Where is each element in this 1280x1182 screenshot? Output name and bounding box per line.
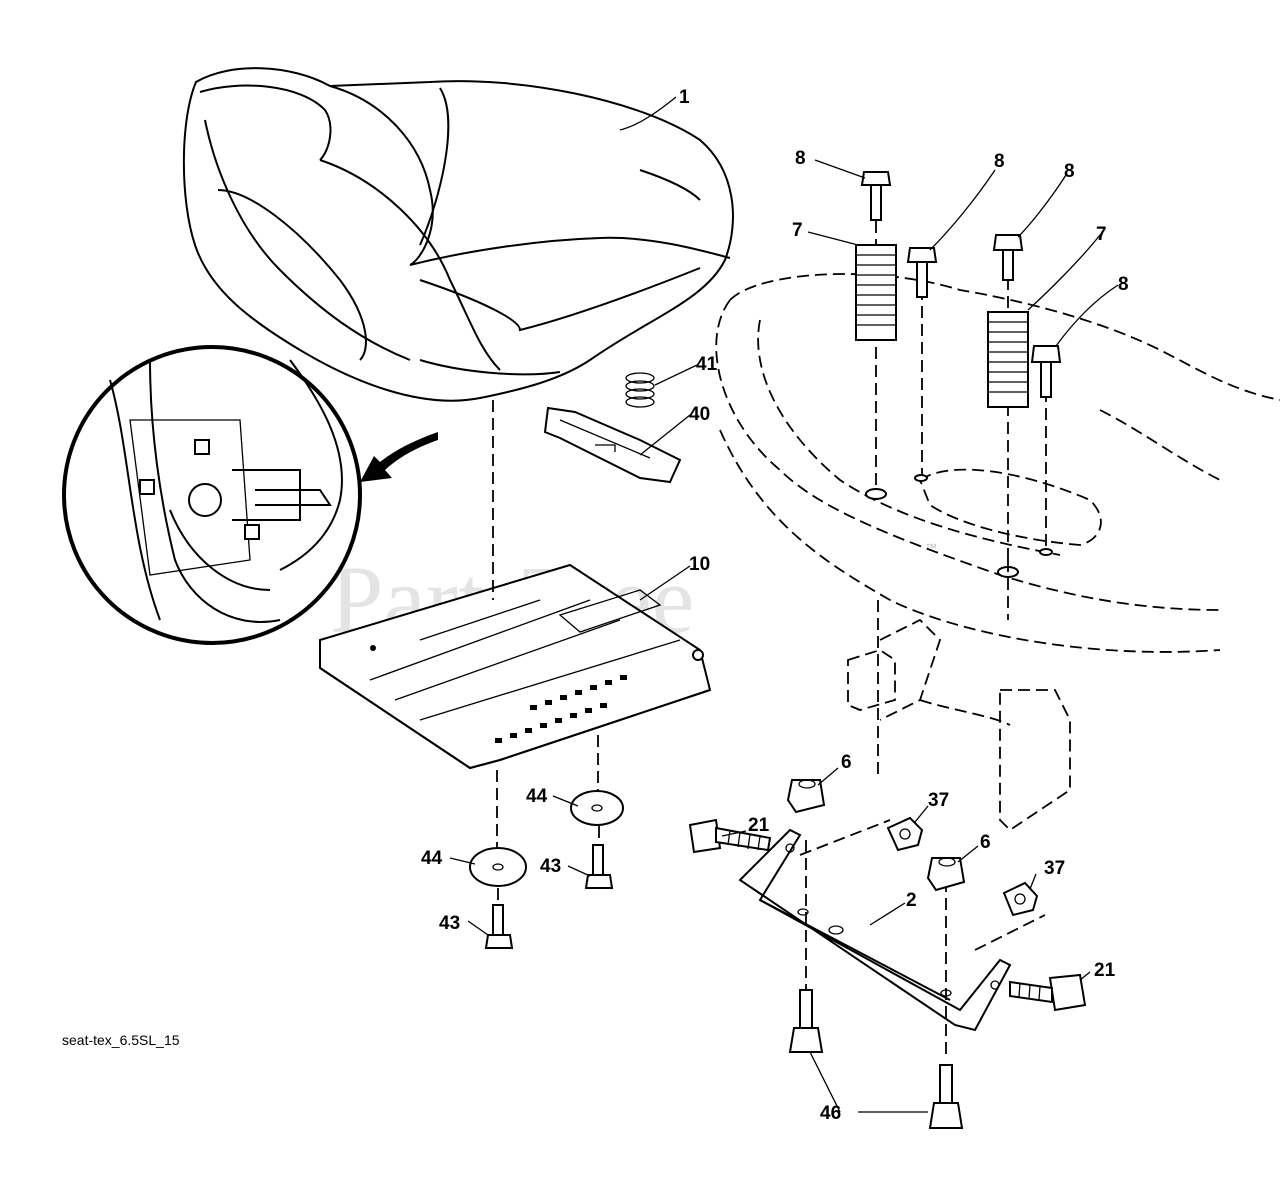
fender-outline [715, 273, 1280, 653]
callout-1: 1 [679, 87, 690, 108]
seat-plate-10 [319, 563, 712, 770]
callout-8: 8 [1118, 274, 1129, 295]
spring-7-a [855, 244, 897, 341]
frame-brackets [847, 618, 1071, 832]
callout-7: 7 [792, 220, 803, 241]
spring-7-b [987, 311, 1029, 408]
diagram-caption: seat-tex_6.5SL_15 [62, 1032, 180, 1048]
bolt-8-c [992, 234, 1024, 281]
callout-41: 41 [696, 354, 718, 375]
callout-21: 21 [748, 815, 770, 836]
nut-37-a [886, 816, 924, 852]
bolt-46-b [928, 1064, 964, 1129]
callout-8: 8 [1064, 161, 1075, 182]
callout-8: 8 [795, 148, 806, 169]
nut-37-b [1002, 881, 1039, 917]
bolt-21-b [1009, 973, 1087, 1012]
callout-44: 44 [526, 786, 548, 807]
callouts: 1 8 8 8 8 7 7 41 40 10 44 44 43 43 21 6 … [421, 87, 1129, 1124]
leader-lines [449, 96, 1119, 1113]
bolt-43-a [584, 844, 614, 889]
callout-6: 6 [980, 832, 991, 853]
callout-10: 10 [689, 554, 710, 575]
bracket-40 [543, 406, 682, 484]
callout-6: 6 [841, 752, 852, 773]
callout-43: 43 [439, 913, 460, 934]
inset-detail [62, 345, 438, 645]
callout-21: 21 [1094, 960, 1116, 981]
plate-slots [495, 675, 627, 743]
spring-41 [625, 372, 655, 408]
callout-7: 7 [1096, 224, 1107, 245]
bolt-21-a [688, 818, 772, 854]
watermark-trademark: ™ [925, 541, 937, 555]
seat-part [182, 67, 734, 402]
washer-44-b [469, 847, 527, 887]
callout-40: 40 [689, 404, 710, 425]
callout-37: 37 [1044, 858, 1065, 879]
callout-8: 8 [994, 151, 1005, 172]
bolt-8-b [906, 247, 938, 298]
bolt-8-a [860, 171, 892, 221]
callout-43: 43 [540, 856, 561, 877]
washer-44-a [570, 790, 624, 826]
bolt-43-b [484, 904, 514, 949]
callout-37: 37 [928, 790, 949, 811]
bolt-8-d [1030, 345, 1062, 398]
bracket-2 [738, 828, 1012, 1032]
callout-46: 46 [820, 1103, 841, 1124]
nut-6-b [926, 857, 966, 892]
callout-2: 2 [906, 890, 917, 911]
nut-6-a [786, 779, 826, 814]
bolt-46-a [788, 989, 824, 1053]
callout-44: 44 [421, 848, 443, 869]
